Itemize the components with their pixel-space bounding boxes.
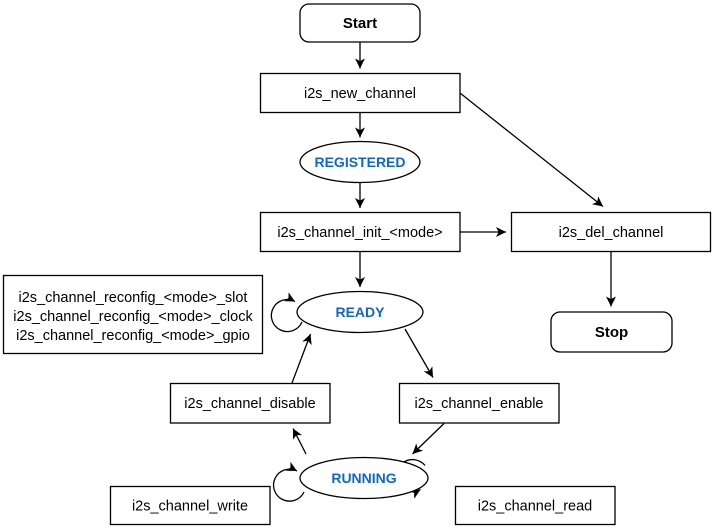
new-channel-label: i2s_new_channel xyxy=(304,86,416,102)
channel-enable-label: i2s_channel_enable xyxy=(415,396,544,412)
edge-ready-to-enable xyxy=(404,328,434,378)
reconfig-line-slot: i2s_channel_reconfig_<mode>_slot xyxy=(19,290,248,306)
channel-init-label: i2s_channel_init_<mode> xyxy=(277,225,442,241)
channel-disable-label: i2s_channel_disable xyxy=(184,396,315,412)
stop-box xyxy=(550,311,673,353)
registered-label: REGISTERED xyxy=(314,154,405,170)
channel-enable-box xyxy=(398,382,560,424)
edge-running-to-disable xyxy=(292,428,307,455)
channel-read-box xyxy=(454,485,616,526)
node-channel-disable: i2s_channel_disable xyxy=(169,382,331,424)
loop-ready-self xyxy=(270,292,303,333)
loop-running-self-left xyxy=(272,461,305,502)
channel-init-box xyxy=(259,211,461,253)
edge-disable-to-ready xyxy=(291,333,312,384)
node-channel-enable: i2s_channel_enable xyxy=(398,382,560,424)
node-channel-read: i2s_channel_read xyxy=(454,485,616,526)
node-channel-init: i2s_channel_init_<mode> xyxy=(259,211,461,253)
start-box xyxy=(299,3,421,43)
del-channel-label: i2s_del_channel xyxy=(559,225,664,241)
channel-write-label: i2s_channel_write xyxy=(132,499,248,515)
node-start: Start xyxy=(299,3,421,43)
node-state-running: RUNNING xyxy=(299,456,429,500)
ready-label: READY xyxy=(335,304,385,320)
registered-ellipse xyxy=(299,140,421,184)
reconfig-line-gpio: i2s_channel_reconfig_<mode>_gpio xyxy=(16,328,250,344)
node-del-channel: i2s_del_channel xyxy=(510,211,712,253)
channel-write-box xyxy=(109,485,271,526)
reconfig-line-clock: i2s_channel_reconfig_<mode>_clock xyxy=(13,309,253,325)
node-stop: Stop xyxy=(550,311,673,353)
node-state-ready: READY xyxy=(296,290,424,334)
node-new-channel: i2s_new_channel xyxy=(259,72,461,114)
running-ellipse xyxy=(299,456,429,500)
ready-ellipse xyxy=(296,290,424,334)
channel-read-label: i2s_channel_read xyxy=(478,499,592,515)
node-channel-write: i2s_channel_write xyxy=(109,485,271,526)
new-channel-box xyxy=(259,72,461,114)
reconfig-box xyxy=(2,274,264,355)
node-state-registered: REGISTERED xyxy=(299,140,421,184)
del-channel-box xyxy=(510,211,712,253)
running-label: RUNNING xyxy=(331,470,396,486)
channel-disable-box xyxy=(169,382,331,424)
node-reconfig: i2s_channel_reconfig_<mode>_slot i2s_cha… xyxy=(2,274,264,355)
edge-enable-to-running xyxy=(412,423,445,455)
stop-label: Stop xyxy=(595,324,628,341)
edge-new-channel-to-del-channel xyxy=(459,92,604,208)
start-label: Start xyxy=(343,15,377,32)
